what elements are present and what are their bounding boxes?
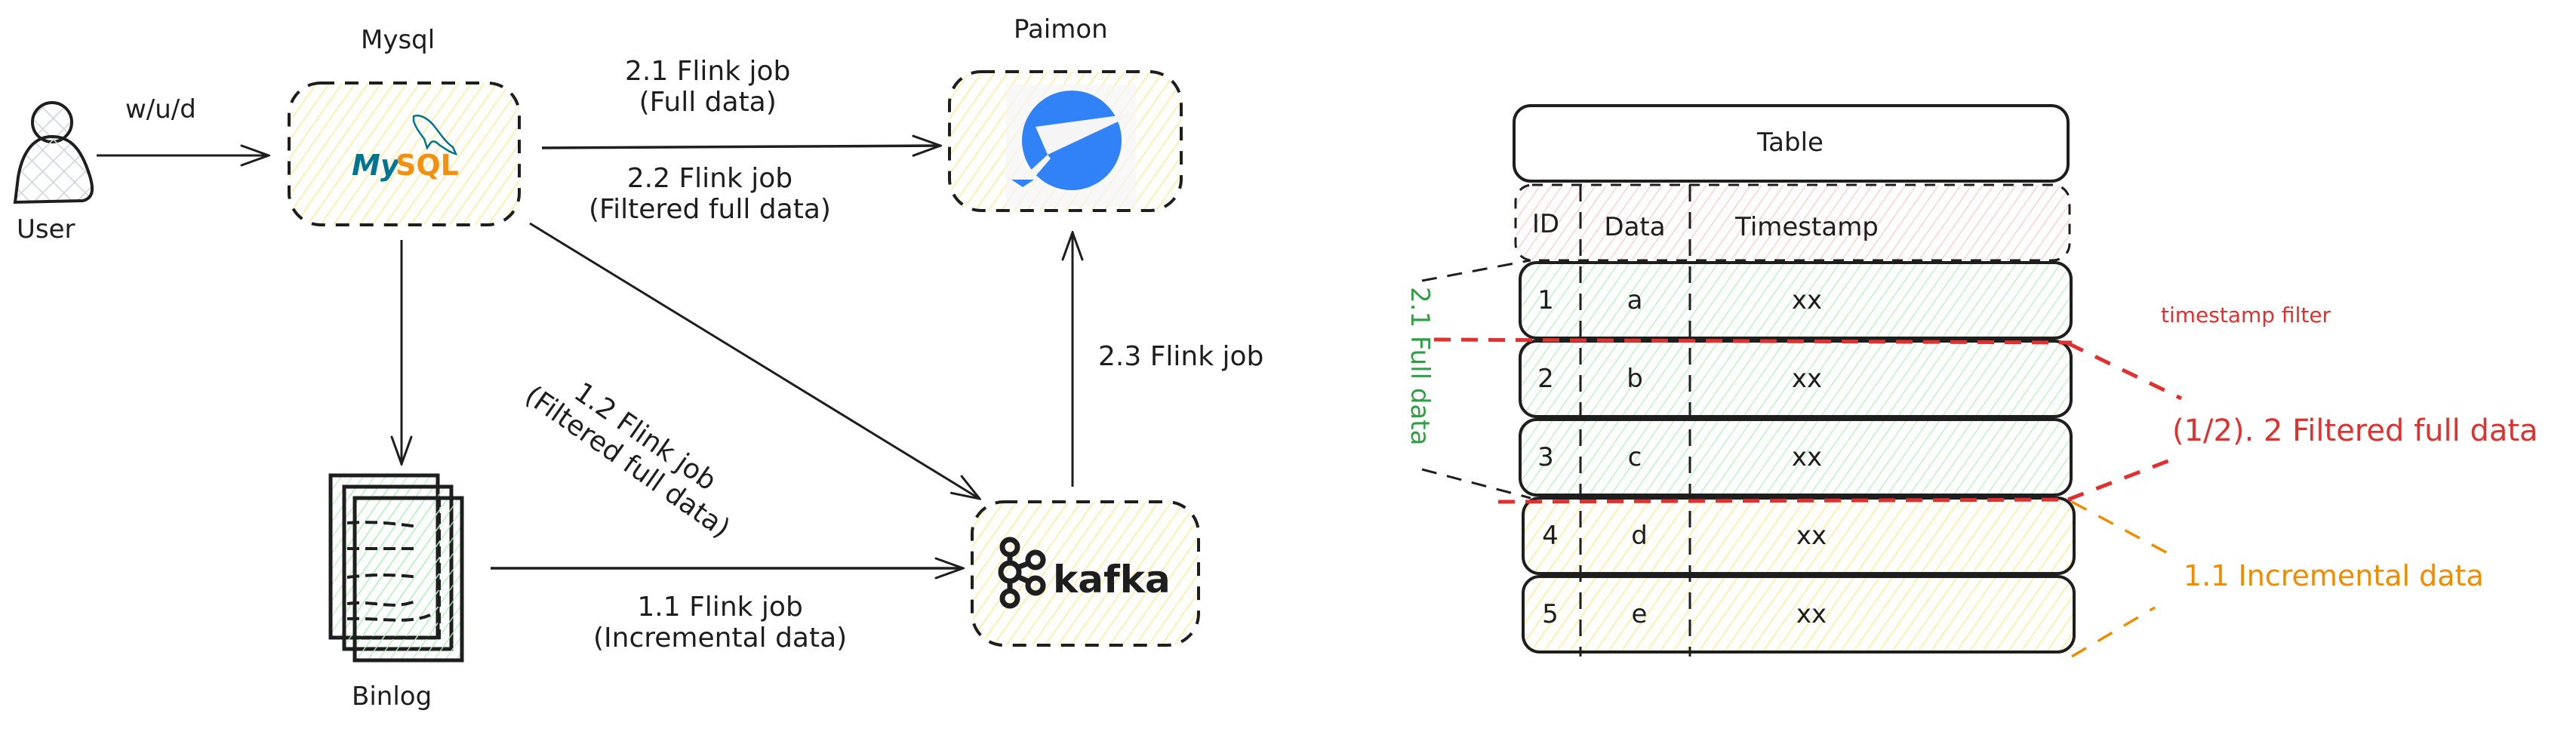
- edge-label-1-1-title: 1.1 Flink job: [637, 592, 803, 623]
- cell-timestamp: xx: [1796, 521, 1827, 551]
- paimon-logo-icon: [1011, 91, 1136, 190]
- user-icon[interactable]: [13, 101, 94, 205]
- table-row: [1519, 261, 2073, 340]
- mysql-title: Mysql: [361, 25, 435, 55]
- cell-timestamp: xx: [1791, 364, 1823, 394]
- cell-data: b: [1627, 364, 1643, 394]
- annotation-incremental-data: 1.1 Incremental data: [2184, 559, 2484, 592]
- column-header-id: ID: [1531, 209, 1560, 239]
- mysql-dolphin-icon: [412, 114, 458, 155]
- cell-data: c: [1627, 442, 1642, 472]
- edge-label-2-2-title: 2.2 Flink job: [626, 163, 793, 194]
- table-row: [1519, 418, 2073, 497]
- table-row: [1522, 497, 2076, 575]
- annotation-full-data: 2.1 Full data: [1405, 287, 1435, 446]
- cell-timestamp: xx: [1796, 599, 1827, 629]
- kafka-logo-icon: [998, 537, 1046, 609]
- edge-label-2-2-sub: (Filtered full data): [589, 194, 831, 226]
- column-header-timestamp: Timestamp: [1735, 212, 1879, 242]
- filter-line-top: [1433, 337, 2073, 345]
- annotation-timestamp-filter: timestamp filter: [2161, 303, 2331, 328]
- edge-label-2-1: 2.1 Flink job (Full data): [625, 56, 790, 118]
- paimon-node[interactable]: [948, 70, 1183, 212]
- mysql-logo-sql: SQL: [395, 149, 459, 182]
- cell-data: d: [1631, 521, 1648, 551]
- edge-label-wud: w/u/d: [125, 94, 196, 125]
- cell-timestamp: xx: [1791, 285, 1823, 315]
- arrow-mysql-to-paimon: [541, 146, 940, 148]
- annotation-filtered-full-data: (1/2). 2 Filtered full data: [2172, 414, 2538, 448]
- edge-label-2-1-sub: (Full data): [639, 87, 777, 118]
- kafka-node[interactable]: kafka: [971, 500, 1200, 647]
- edge-label-2-3: 2.3 Flink job: [1098, 341, 1264, 372]
- column-header-data: Data: [1604, 212, 1666, 242]
- arrow-mysql-to-kafka: [529, 222, 980, 499]
- edge-label-2-2: 2.2 Flink job (Filtered full data): [589, 163, 831, 226]
- cell-timestamp: xx: [1791, 442, 1823, 472]
- binlog-label: Binlog: [352, 681, 432, 712]
- cell-id: 2: [1537, 364, 1554, 394]
- table-row: [1522, 575, 2076, 654]
- cell-data: a: [1627, 285, 1643, 315]
- table-title-row: [1513, 104, 2070, 183]
- paimon-title: Paimon: [1014, 14, 1108, 45]
- cell-id: 3: [1537, 442, 1554, 472]
- incremental-bracket: [2071, 500, 2178, 658]
- filtered-bracket: [2067, 341, 2183, 502]
- mysql-logo-my: My: [352, 149, 401, 182]
- cell-id: 5: [1542, 599, 1559, 629]
- mysql-node[interactable]: My SQL: [288, 81, 521, 226]
- user-label: User: [17, 214, 75, 244]
- table-title: Table: [1757, 128, 1824, 158]
- cell-id: 4: [1542, 521, 1559, 551]
- cell-id: 1: [1537, 285, 1554, 315]
- full-data-bracket: [1421, 259, 1531, 500]
- edge-label-2-1-title: 2.1 Flink job: [625, 56, 791, 87]
- edge-label-1-1-sub: (Incremental data): [593, 623, 848, 654]
- table-header-row: [1514, 183, 2071, 262]
- filter-line-bottom: [1497, 497, 2073, 504]
- edge-label-1-1: 1.1 Flink job (Incremental data): [593, 592, 847, 654]
- cell-data: e: [1631, 599, 1648, 629]
- kafka-logo-text: kafka: [1053, 558, 1171, 601]
- document-stack-icon[interactable]: [328, 473, 464, 663]
